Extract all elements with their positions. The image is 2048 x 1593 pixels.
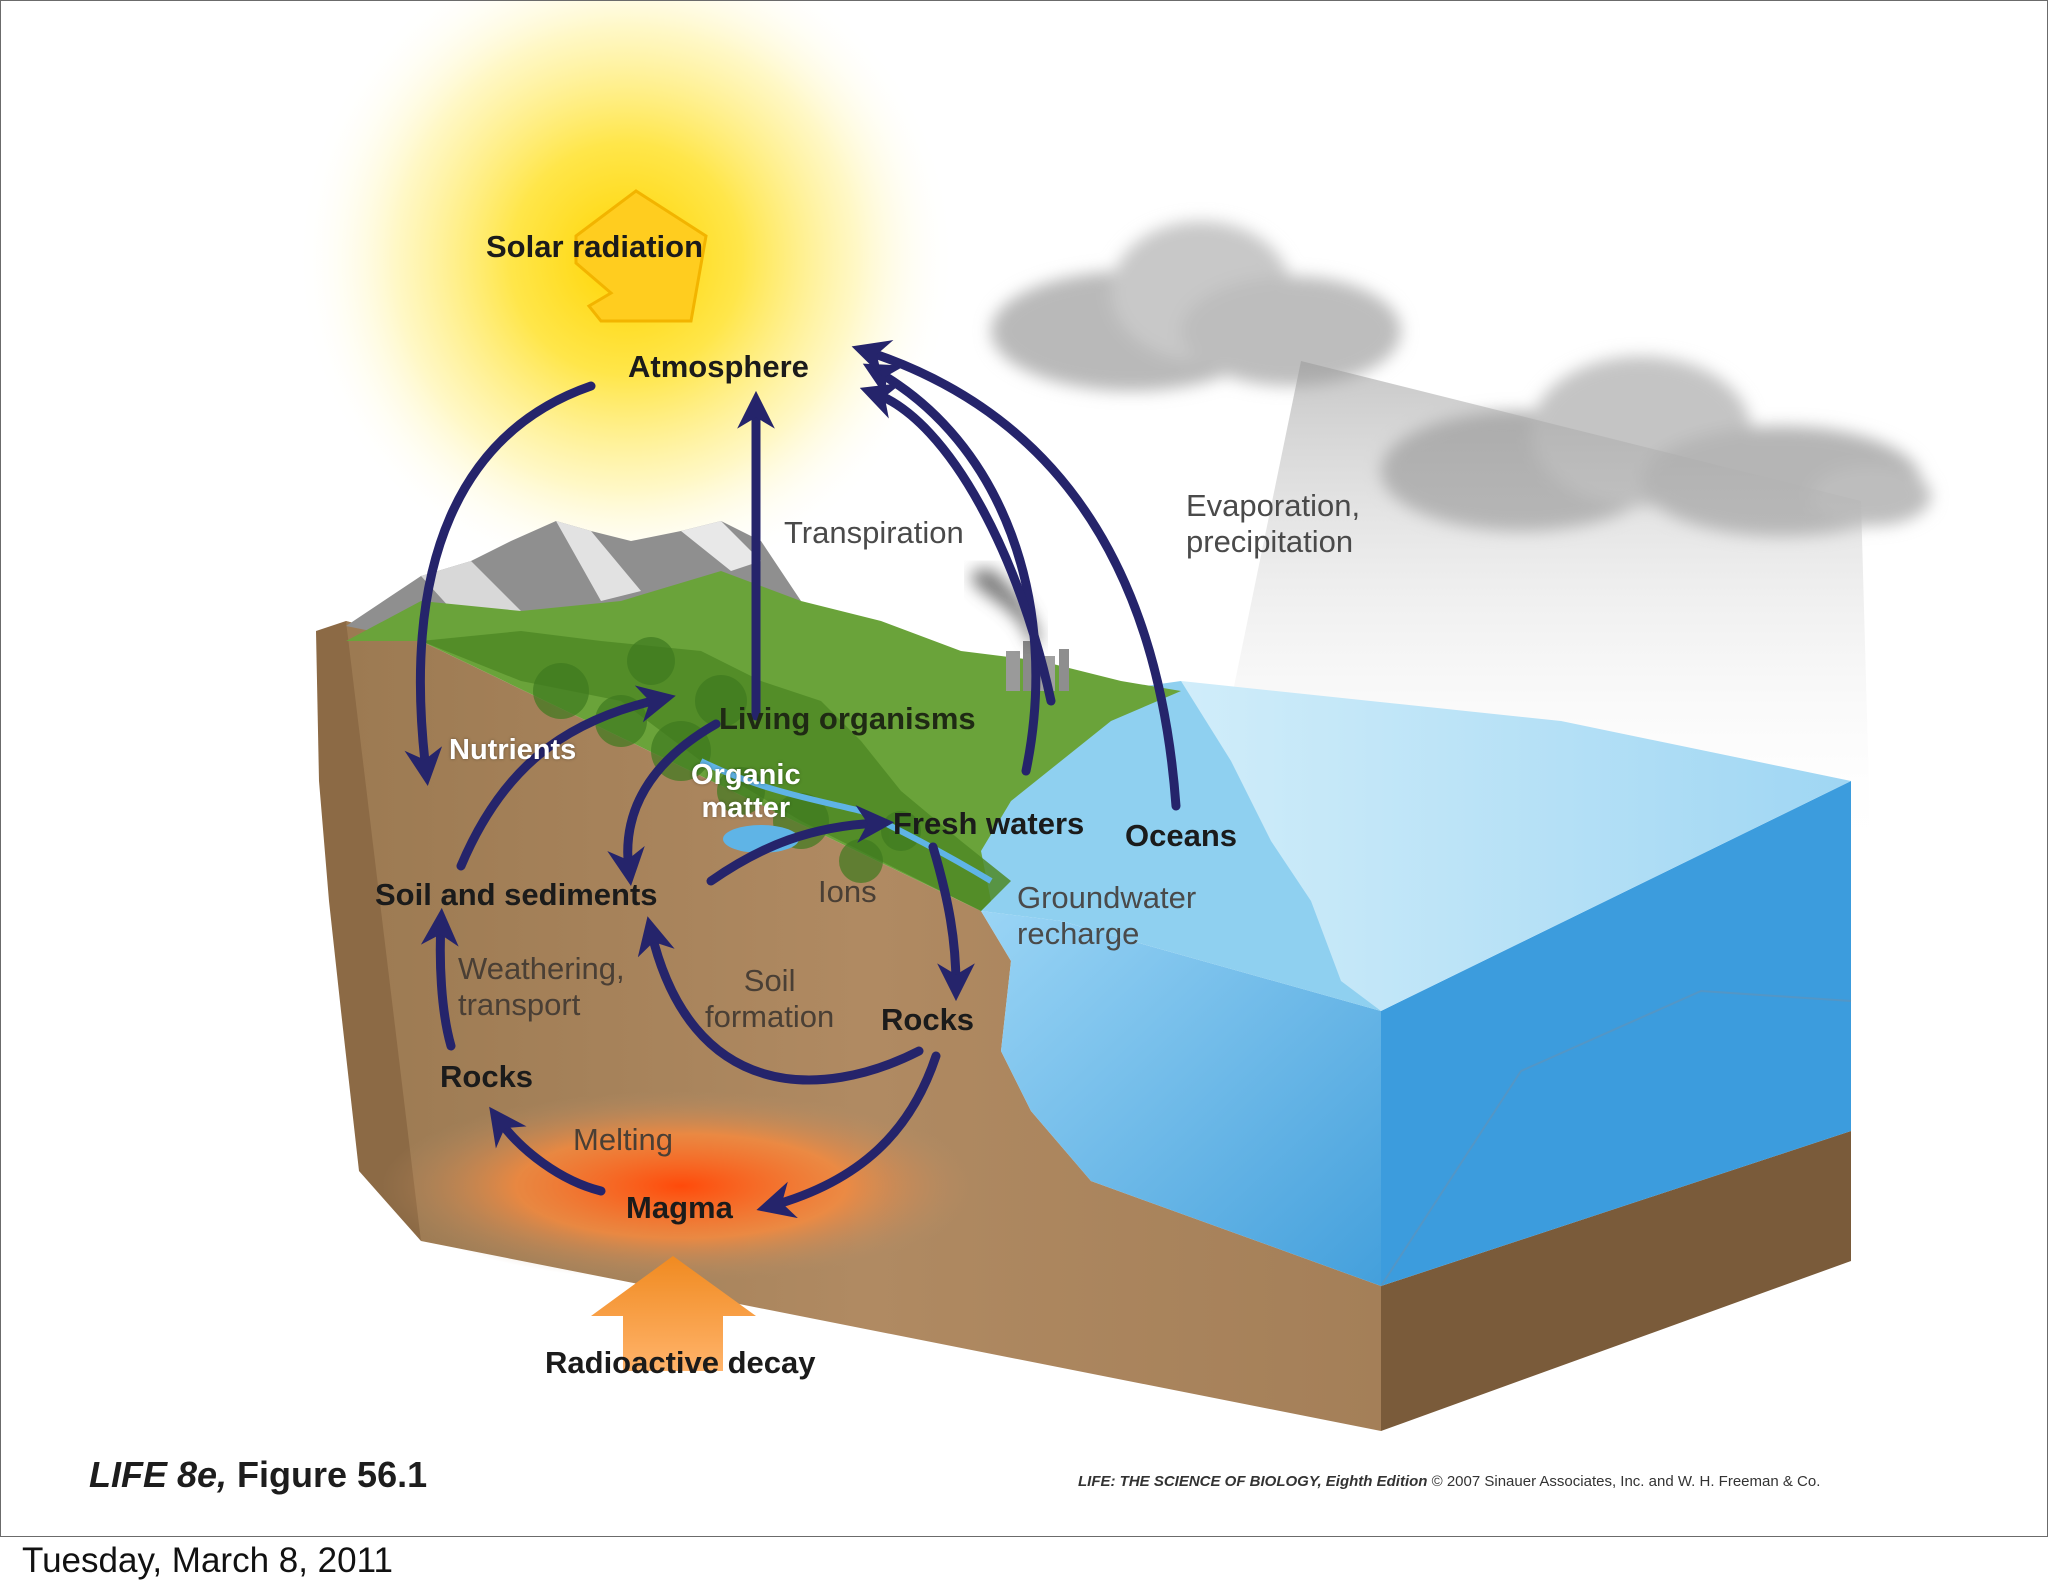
caption-book: LIFE 8e,	[89, 1454, 228, 1495]
arrow-rocks-to-magma	[756, 1051, 941, 1219]
label-weathering-line1: Weathering,	[458, 951, 625, 986]
label-organic-matter: Organic matter	[691, 759, 801, 826]
arrow-freshwater-to-atmosphere	[862, 363, 1041, 776]
label-nutrients: Nutrients	[449, 734, 577, 766]
arrow-rocks-to-soil	[637, 916, 924, 1085]
figure-caption: LIFE 8e, Figure 56.1	[89, 1454, 427, 1496]
credit-copyright: © 2007 Sinauer Associates, Inc. and W. H…	[1427, 1473, 1821, 1490]
label-organic-line2: matter	[701, 792, 791, 825]
label-groundwater-line1: Groundwater	[1017, 880, 1197, 915]
arrow-oceans-to-atmosphere	[851, 340, 1181, 811]
arrow-soil-to-living	[456, 685, 676, 871]
arrow-freshwater-to-rocks	[928, 842, 975, 1002]
credit-title: LIFE: THE SCIENCE OF BIOLOGY, Eighth Edi…	[1078, 1473, 1428, 1490]
label-soil-and-sediments: Soil and sediments	[375, 877, 658, 912]
label-groundwater-line2: recharge	[1017, 915, 1140, 951]
slide: Solar radiation Atmosphere Transpiration…	[0, 0, 2048, 1537]
magma-glow	[381, 1091, 981, 1281]
label-oceans: Oceans	[1125, 818, 1238, 853]
arrow-rocks-to-soil-left	[420, 907, 459, 1051]
ecosystem-cycle-illustration	[296, 1, 1931, 1431]
label-magma: Magma	[626, 1190, 733, 1225]
radioactive-decay-arrow	[591, 1256, 756, 1371]
label-weathering-transport: Weathering, transport	[458, 951, 625, 1022]
arrow-organic-matter-to-soil	[607, 719, 721, 886]
label-atmosphere: Atmosphere	[628, 349, 809, 384]
publisher-credit: LIFE: THE SCIENCE OF BIOLOGY, Eighth Edi…	[1078, 1473, 1820, 1490]
label-living-organisms: Living organisms	[719, 701, 976, 736]
label-evaporation-precipitation: Evaporation, precipitation	[1186, 488, 1360, 559]
label-fresh-waters: Fresh waters	[893, 806, 1085, 841]
soil-right-face	[1381, 1131, 1851, 1431]
label-soil-formation-line1: Soil	[743, 963, 796, 998]
caption-figure-number: Figure 56.1	[227, 1454, 428, 1495]
label-solar-radiation: Solar radiation	[486, 229, 704, 264]
label-melting: Melting	[573, 1122, 673, 1157]
ocean-right-face	[1381, 781, 1851, 1286]
arrow-atmosphere-to-freshwater	[859, 383, 1056, 706]
label-soil-formation: Soil formation	[705, 963, 834, 1034]
solar-radiation-arrow	[574, 189, 708, 323]
footer-date: Tuesday, March 8, 2011	[22, 1541, 393, 1580]
label-soil-formation-line2: formation	[705, 998, 835, 1034]
smoke	[971, 568, 1041, 646]
label-evaporation-line2: precipitation	[1186, 523, 1354, 559]
label-ions: Ions	[818, 874, 877, 909]
arrow-magma-to-rocks	[489, 1106, 606, 1196]
label-groundwater-recharge: Groundwater recharge	[1017, 880, 1196, 951]
cycle-arrows	[404, 340, 1181, 1219]
ocean-front	[981, 911, 1381, 1286]
arrow-atmosphere-to-soil	[404, 381, 596, 787]
label-organic-line1: Organic	[691, 759, 801, 791]
label-weathering-line2: transport	[458, 986, 581, 1022]
label-rocks-right: Rocks	[881, 1002, 975, 1037]
arrow-soil-to-freshwater	[706, 805, 895, 886]
label-transpiration: Transpiration	[784, 515, 964, 550]
label-radioactive-decay: Radioactive decay	[545, 1345, 816, 1380]
label-evaporation-line1: Evaporation,	[1186, 488, 1361, 523]
label-rocks-left: Rocks	[440, 1059, 534, 1094]
